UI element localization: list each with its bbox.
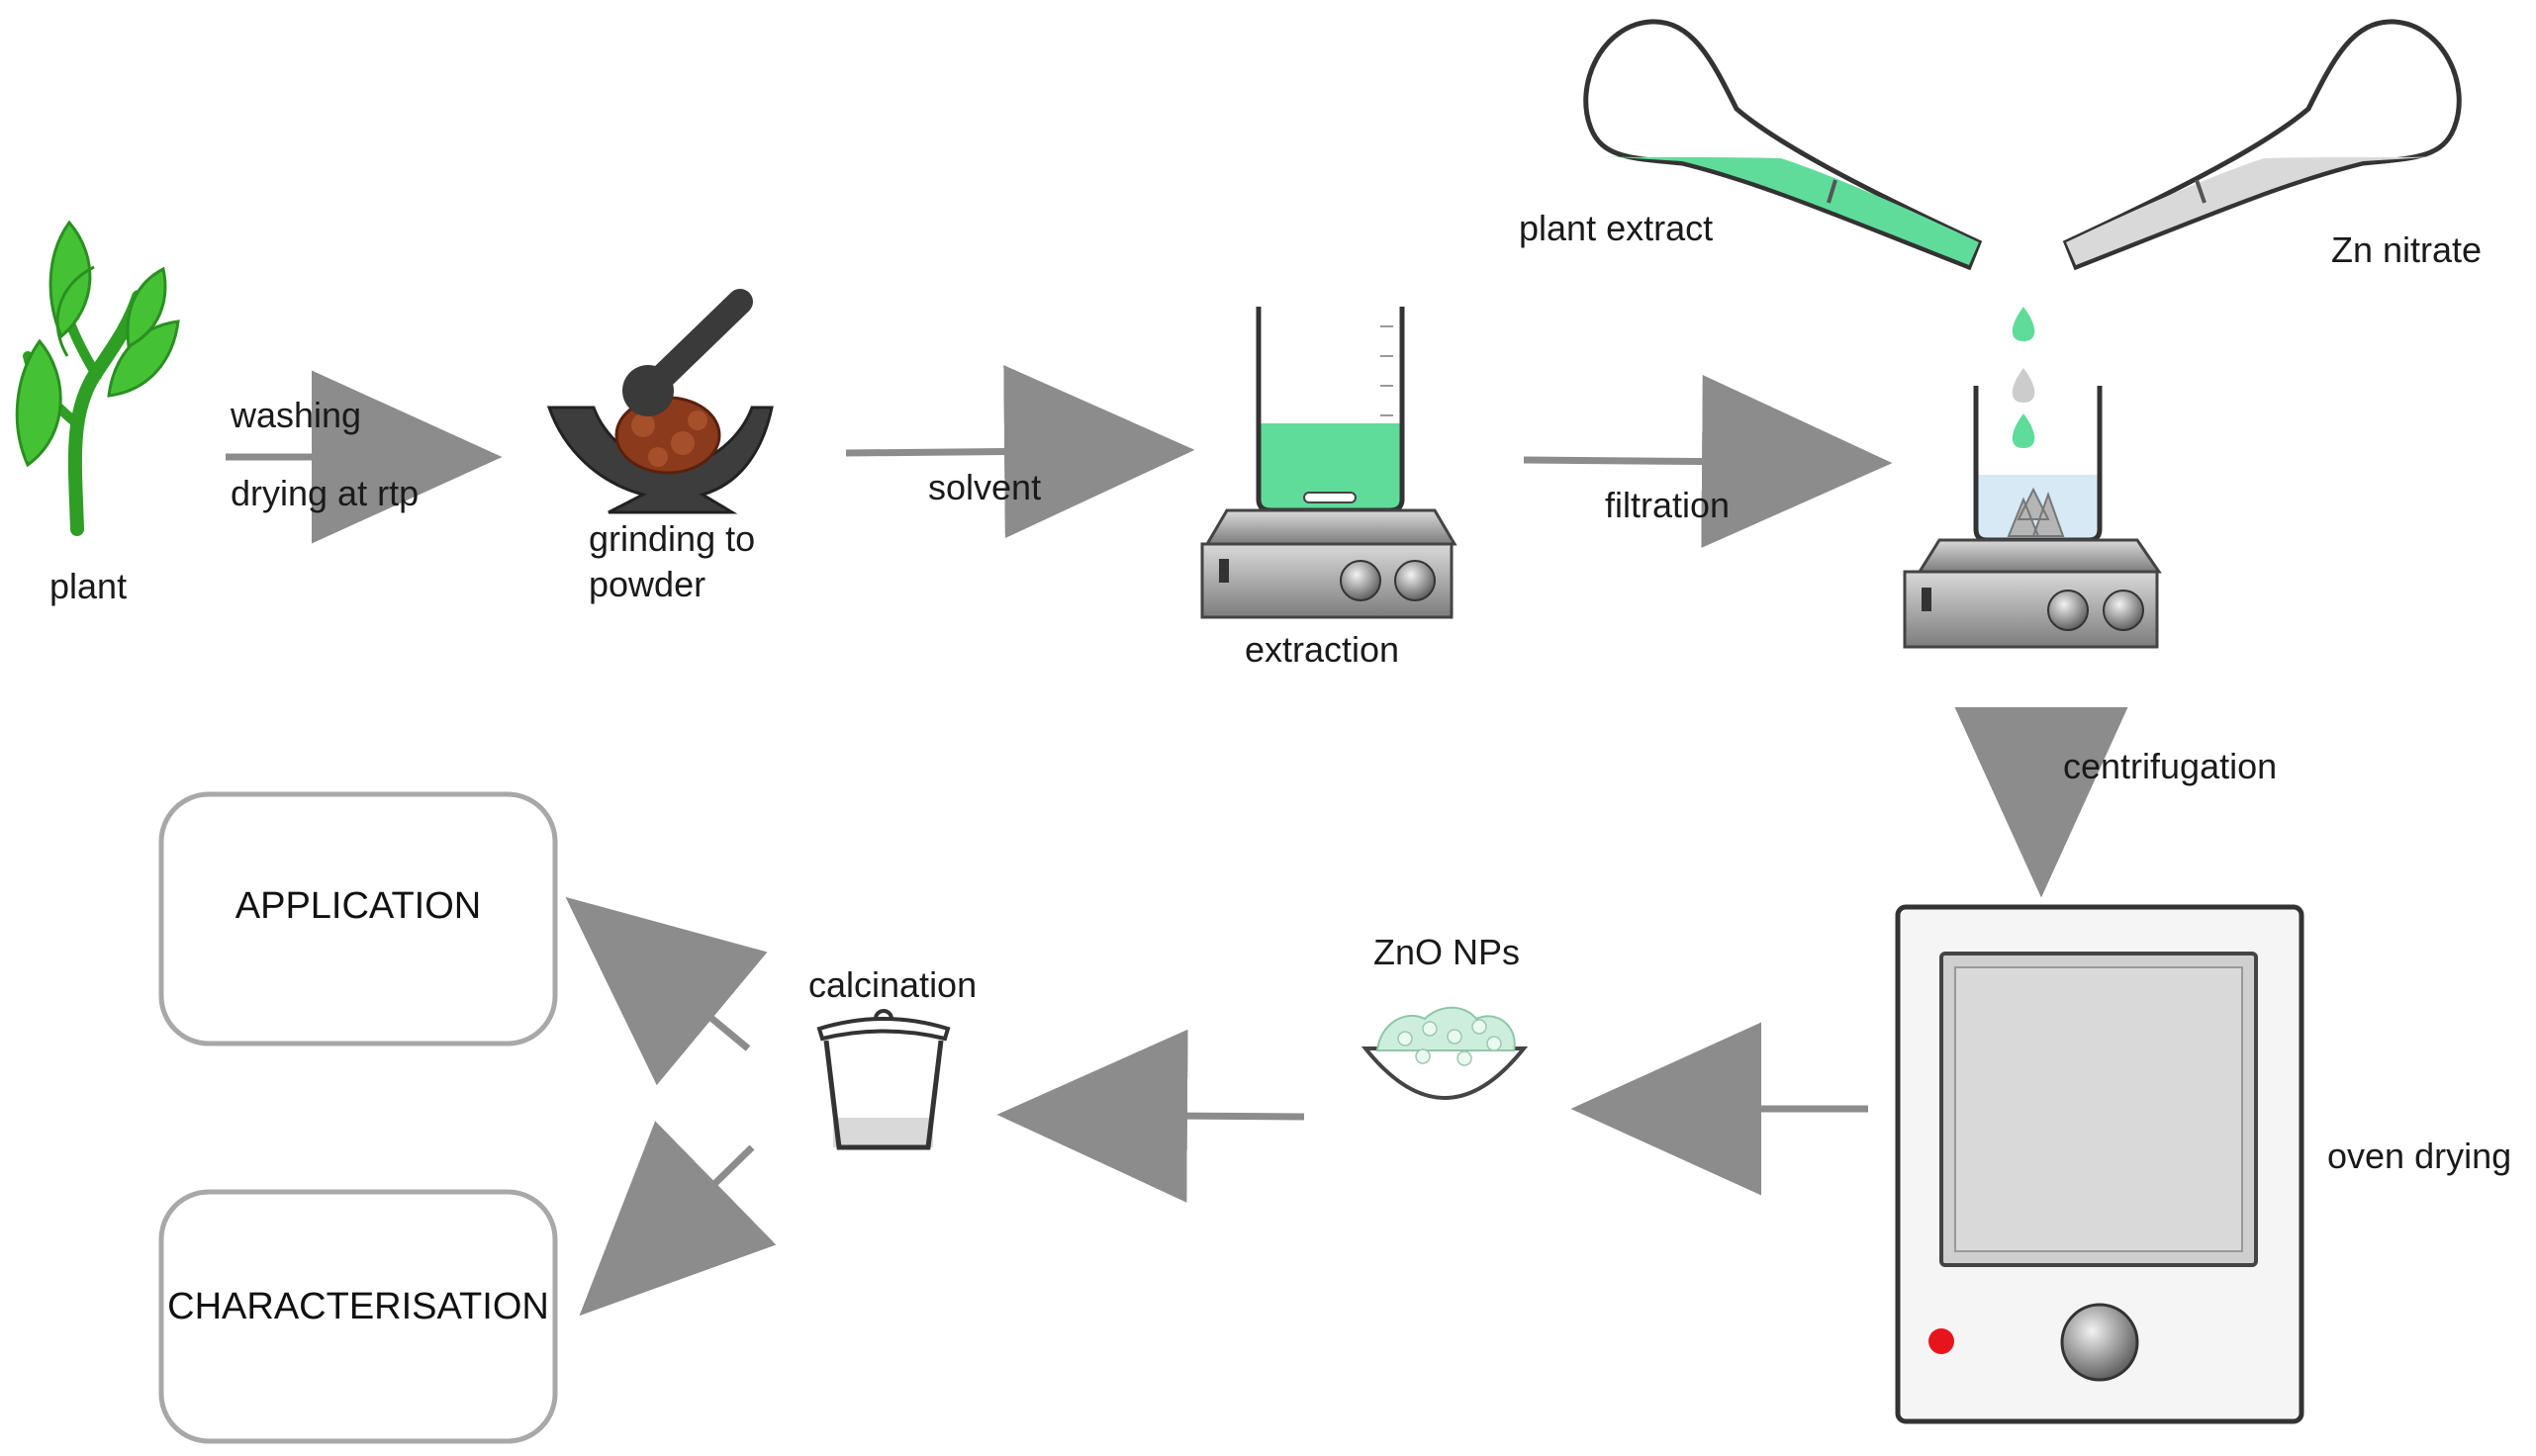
characterisation-label: CHARACTERISATION: [167, 1286, 549, 1327]
arrow-zno-to-calcination: [996, 1029, 1305, 1203]
label-grinding-line2: powder: [589, 564, 706, 604]
zno-nps-dish-icon: [1361, 1006, 1529, 1100]
arrow-filtration: [1523, 375, 1893, 549]
label-zno-nps: ZnO NPs: [1373, 932, 1521, 972]
application-label: APPLICATION: [235, 885, 482, 927]
oven-knob-icon: [2060, 1303, 2139, 1382]
label-drying: drying at rtp: [231, 473, 420, 513]
label-extraction: extraction: [1245, 629, 1400, 670]
oven-icon: [1895, 904, 2304, 1424]
zn-nitrate-funnel-icon: [2062, 19, 2462, 271]
reaction-stirrer-icon: [1903, 386, 2162, 649]
arrow-to-application: [565, 896, 768, 1086]
label-calcination: calcination: [808, 964, 978, 1005]
label-oven-drying: oven drying: [2327, 1136, 2512, 1176]
crucible-icon: [816, 1009, 951, 1150]
arrow-solvent: [845, 365, 1195, 539]
indicator-light-icon: [1928, 1328, 1954, 1354]
label-centrifugation: centrifugation: [2063, 746, 2278, 786]
label-grinding-line1: grinding to: [589, 518, 756, 559]
plant-extract-funnel-icon: [1583, 19, 1983, 271]
extract-drop-icon: [2012, 413, 2035, 448]
arrow-to-characterisation: [579, 1121, 777, 1317]
label-washing: washing: [231, 395, 362, 435]
label-solvent: solvent: [928, 467, 1042, 507]
label-plant: plant: [49, 566, 128, 606]
label-zn-nitrate: Zn nitrate: [2331, 229, 2483, 270]
plant-icon: [15, 220, 180, 536]
mortar-pestle-icon: [546, 289, 774, 514]
extraction-stirrer-icon: [1200, 307, 1457, 619]
label-filtration: filtration: [1605, 485, 1731, 525]
nitrate-drop-icon: [2012, 368, 2035, 403]
characterisation-box: [158, 1189, 558, 1444]
extract-drop-icon: [2012, 307, 2035, 341]
application-box: [158, 791, 558, 1046]
label-plant-extract: plant extract: [1519, 208, 1714, 248]
